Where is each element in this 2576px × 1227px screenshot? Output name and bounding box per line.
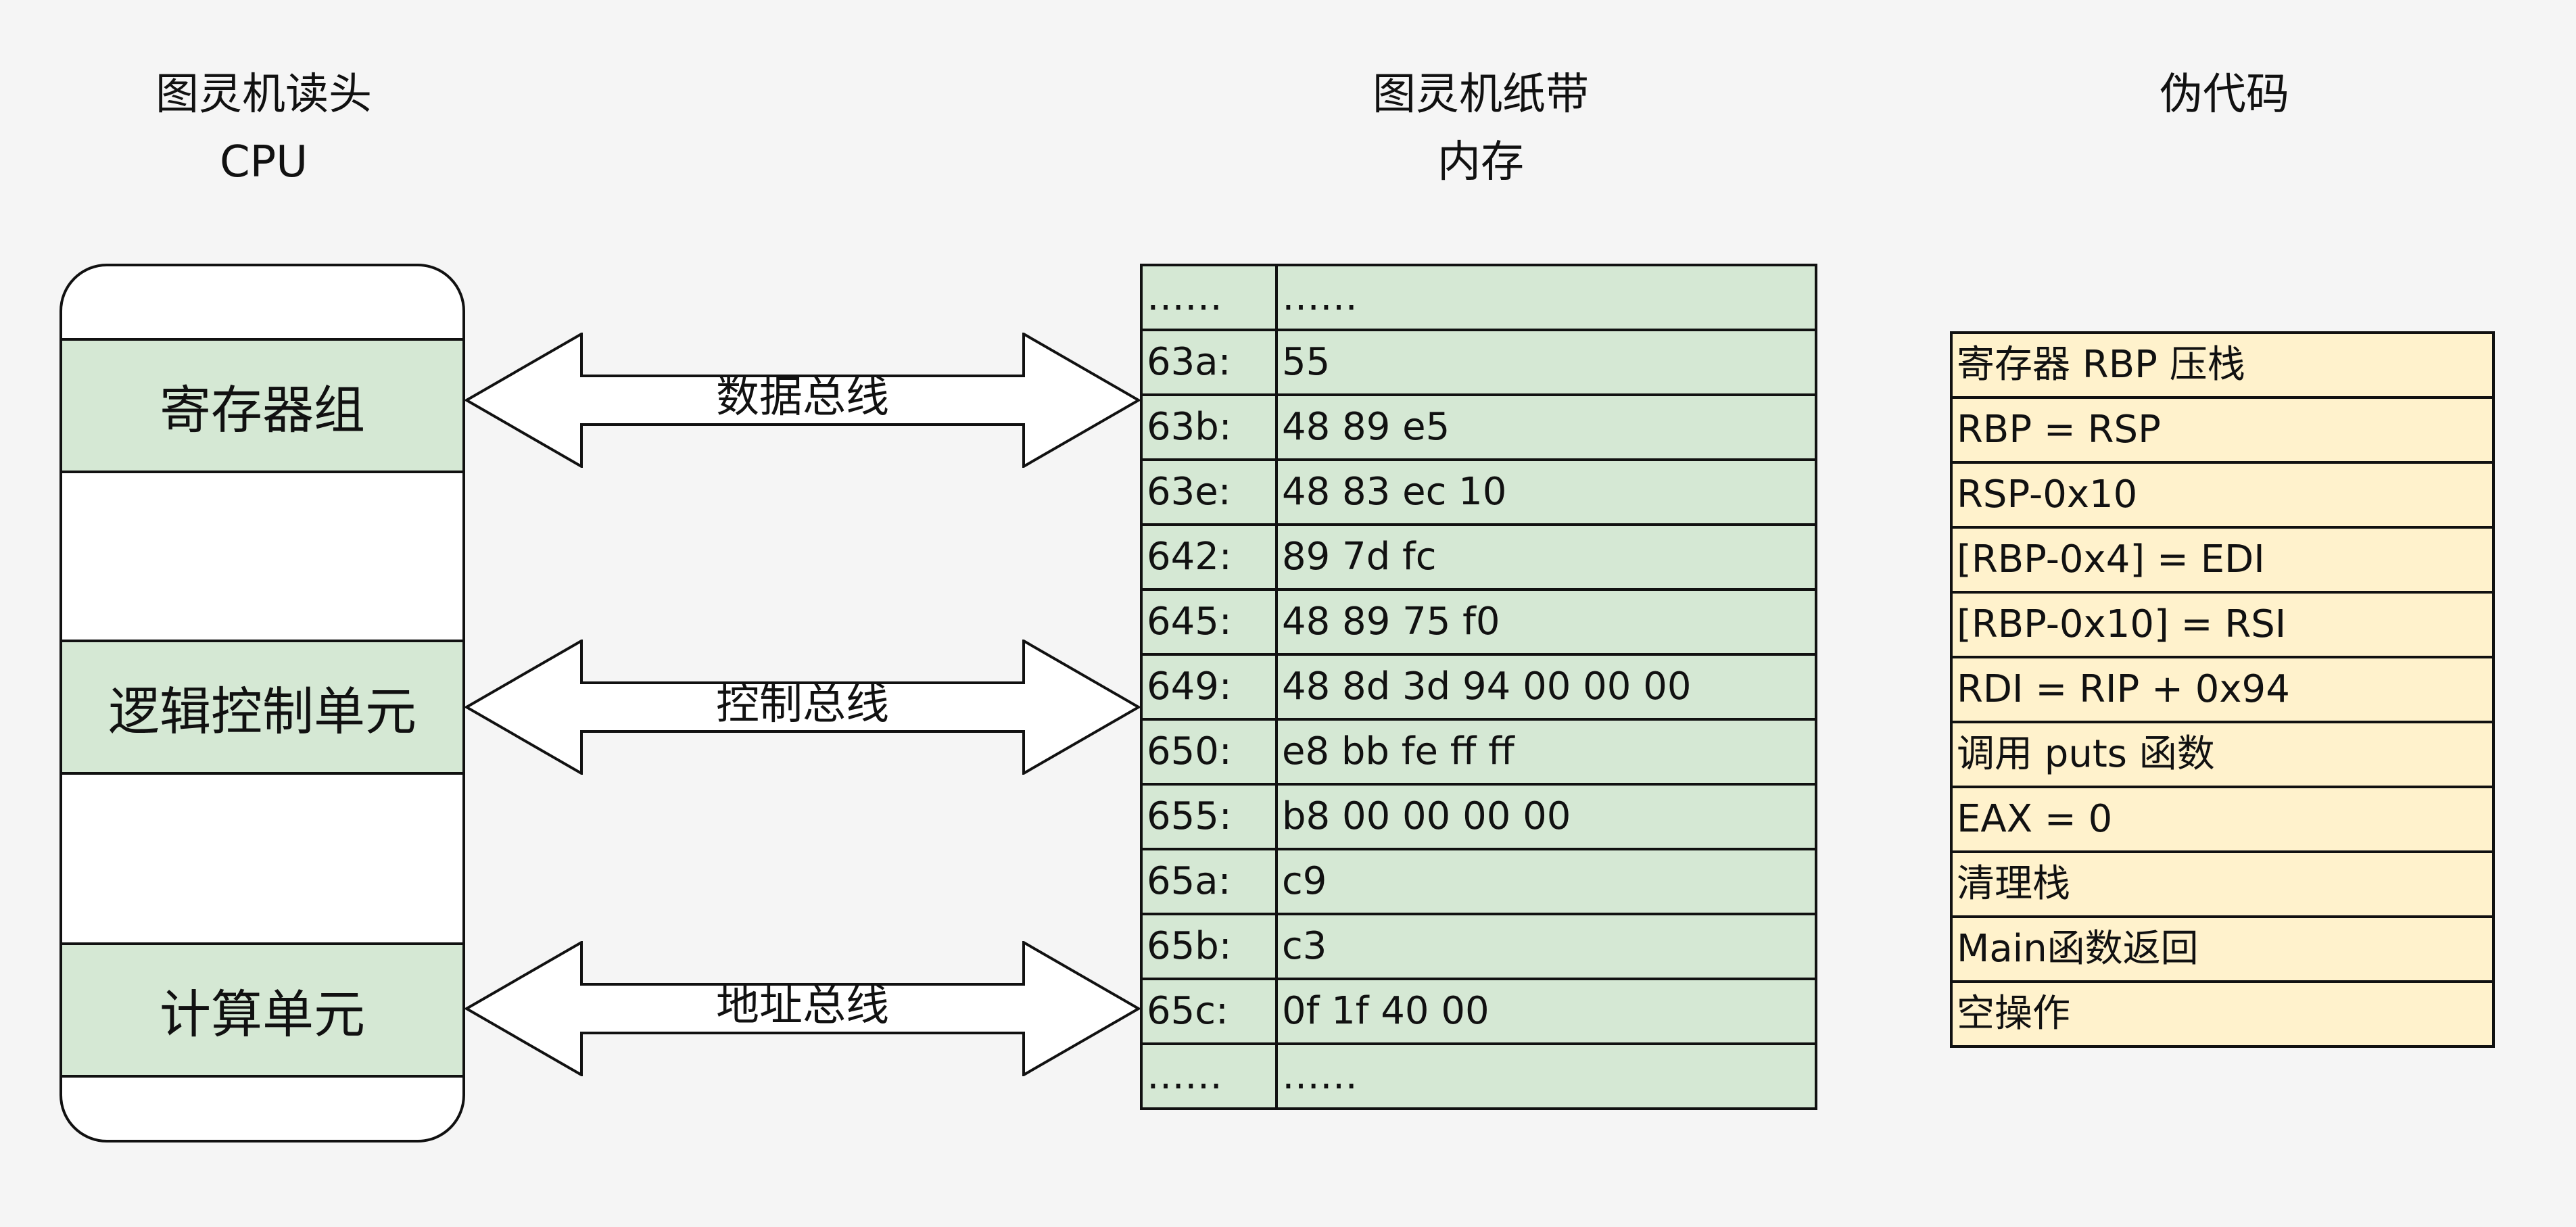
memory-bytes: 48 89 e5 <box>1275 393 1817 461</box>
pseudocode-row: [RBP-0x4] = EDI <box>1950 526 2495 594</box>
pseudocode-row: RSP-0x10 <box>1950 461 2495 529</box>
memory-address: 642: <box>1140 523 1278 591</box>
control-bus-label: 控制总线 <box>716 679 889 729</box>
double-arrow-icon <box>465 941 1140 1076</box>
pseudocode-row: RBP = RSP <box>1950 396 2495 464</box>
memory-address: 63a: <box>1140 329 1278 396</box>
pseudocode-line: RBP = RSP <box>1950 396 2495 464</box>
pseudocode-row: EAX = 0 <box>1950 786 2495 853</box>
memory-bytes: b8 00 00 00 00 <box>1275 783 1817 850</box>
pseudocode-row: 寄存器 RBP 压栈 <box>1950 331 2495 399</box>
memory-row: 63b:48 89 e5 <box>1140 393 1817 461</box>
pseudocode-line: Main函数返回 <box>1950 915 2495 983</box>
memory-bytes: 0f 1f 40 00 <box>1275 978 1817 1045</box>
memory-bytes: e8 bb fe ff ff <box>1275 718 1817 786</box>
pseudocode-line: RSP-0x10 <box>1950 461 2495 529</box>
memory-bytes: 48 89 75 f0 <box>1275 588 1817 656</box>
memory-row: 645:48 89 75 f0 <box>1140 588 1817 656</box>
memory-heading: 图灵机纸带 内存 <box>1271 61 1690 196</box>
memory-bytes: …… <box>1275 1042 1817 1110</box>
pseudocode-line: 清理栈 <box>1950 850 2495 918</box>
cpu-registers: 寄存器组 <box>62 338 462 473</box>
memory-row: 63a:55 <box>1140 329 1817 396</box>
pseudocode-heading: 伪代码 <box>2028 61 2420 128</box>
memory-table: ………… 63a:55 63b:48 89 e5 63e:48 83 ec 10… <box>1140 264 1817 1110</box>
memory-heading-line1: 图灵机纸带 <box>1373 70 1589 120</box>
memory-address: 655: <box>1140 783 1278 850</box>
memory-address: …… <box>1140 1042 1278 1110</box>
cpu-control-unit: 逻辑控制单元 <box>62 640 462 775</box>
memory-bytes: 55 <box>1275 329 1817 396</box>
memory-bytes: 89 7d fc <box>1275 523 1817 591</box>
memory-row: 65c:0f 1f 40 00 <box>1140 978 1817 1045</box>
memory-address: 650: <box>1140 718 1278 786</box>
memory-row: 65a:c9 <box>1140 848 1817 915</box>
memory-row: 655:b8 00 00 00 00 <box>1140 783 1817 850</box>
memory-row: 649:48 8d 3d 94 00 00 00 <box>1140 653 1817 721</box>
pseudocode-line: RDI = RIP + 0x94 <box>1950 656 2495 723</box>
memory-row: 63e:48 83 ec 10 <box>1140 458 1817 526</box>
cpu-alu: 计算单元 <box>62 942 462 1078</box>
pseudocode-line: 寄存器 RBP 压栈 <box>1950 331 2495 399</box>
pseudocode-row: 空操作 <box>1950 980 2495 1048</box>
pseudocode-line: [RBP-0x4] = EDI <box>1950 526 2495 594</box>
pseudocode-row: RDI = RIP + 0x94 <box>1950 656 2495 723</box>
pseudocode-line: 空操作 <box>1950 980 2495 1048</box>
memory-bytes: c3 <box>1275 913 1817 980</box>
pseudocode-row: 调用 puts 函数 <box>1950 721 2495 788</box>
memory-bytes: …… <box>1275 264 1817 331</box>
double-arrow-icon <box>465 333 1140 468</box>
memory-row: ………… <box>1140 264 1817 331</box>
cpu-heading: 图灵机读头 CPU <box>68 61 460 196</box>
pseudocode-heading-text: 伪代码 <box>2160 70 2289 120</box>
memory-row: 650:e8 bb fe ff ff <box>1140 718 1817 786</box>
memory-bytes: 48 8d 3d 94 00 00 00 <box>1275 653 1817 721</box>
memory-heading-line2: 内存 <box>1437 137 1524 187</box>
memory-address: 65a: <box>1140 848 1278 915</box>
double-arrow-icon <box>465 640 1140 775</box>
memory-bytes: c9 <box>1275 848 1817 915</box>
data-bus-arrow: 数据总线 <box>465 333 1140 468</box>
address-bus-label: 地址总线 <box>716 981 889 1031</box>
pseudocode-line: 调用 puts 函数 <box>1950 721 2495 788</box>
pseudocode-line: [RBP-0x10] = RSI <box>1950 591 2495 658</box>
cpu-block: 寄存器组 逻辑控制单元 计算单元 <box>59 264 465 1142</box>
memory-address: 63e: <box>1140 458 1278 526</box>
memory-bytes: 48 83 ec 10 <box>1275 458 1817 526</box>
memory-address: 65c: <box>1140 978 1278 1045</box>
memory-address: 65b: <box>1140 913 1278 980</box>
memory-row: 642:89 7d fc <box>1140 523 1817 591</box>
pseudocode-line: EAX = 0 <box>1950 786 2495 853</box>
memory-address: 63b: <box>1140 393 1278 461</box>
memory-row: 65b:c3 <box>1140 913 1817 980</box>
data-bus-label: 数据总线 <box>716 372 889 423</box>
control-bus-arrow: 控制总线 <box>465 640 1140 775</box>
pseudocode-table: 寄存器 RBP 压栈 RBP = RSP RSP-0x10 [RBP-0x4] … <box>1950 331 2495 1048</box>
pseudocode-row: Main函数返回 <box>1950 915 2495 983</box>
pseudocode-row: [RBP-0x10] = RSI <box>1950 591 2495 658</box>
cpu-heading-line1: 图灵机读头 <box>156 70 372 120</box>
cpu-heading-line2: CPU <box>219 137 308 187</box>
pseudocode-row: 清理栈 <box>1950 850 2495 918</box>
memory-address: 649: <box>1140 653 1278 721</box>
memory-row: ………… <box>1140 1042 1817 1110</box>
memory-address: 645: <box>1140 588 1278 656</box>
address-bus-arrow: 地址总线 <box>465 941 1140 1076</box>
memory-address: …… <box>1140 264 1278 331</box>
